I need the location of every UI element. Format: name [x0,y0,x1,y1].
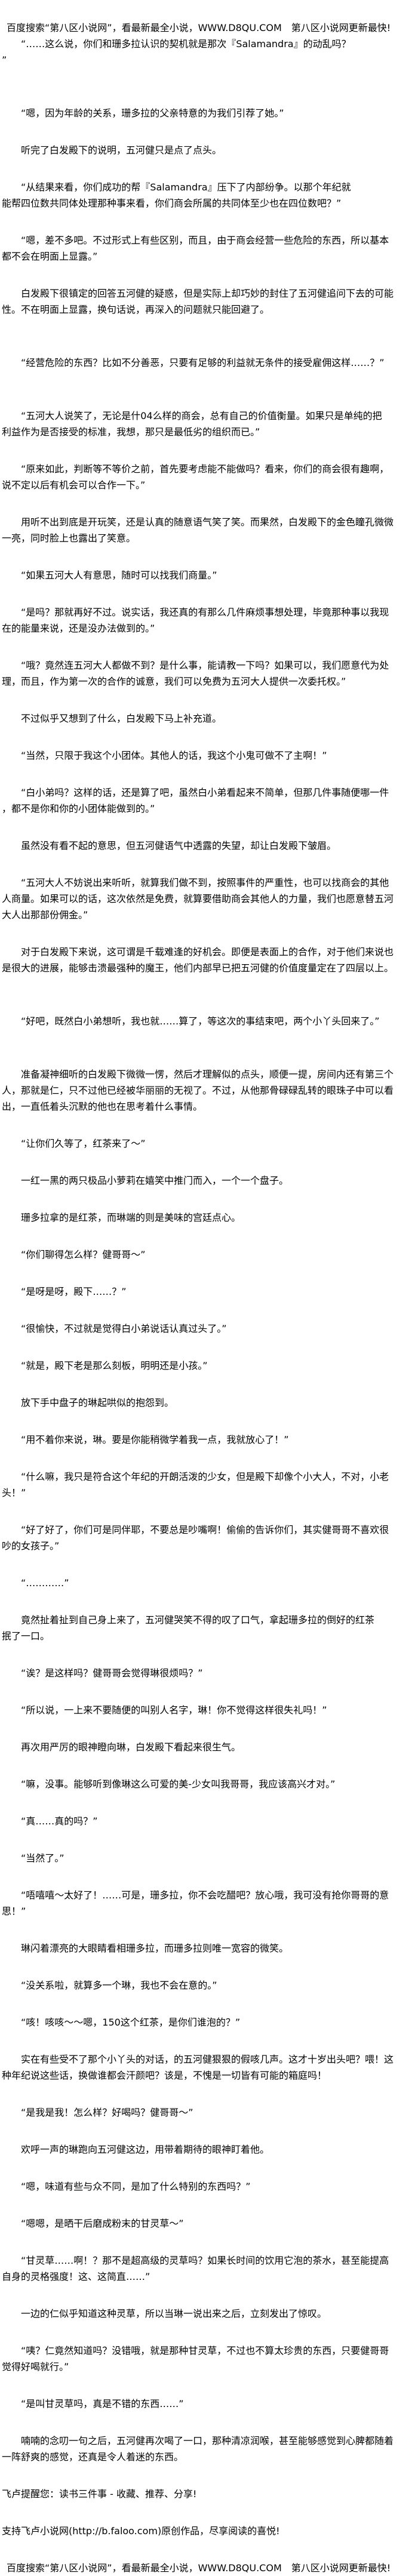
paragraph: 一红一黑的两只极品小萝莉在嬉笑中推门而入，一个一个盘子。 [21,1175,289,1186]
paragraph: “唔嘻嘻～太好了！……可是，珊多拉，你不会吃醋吧？放心哦，我可没有抢你哥哥的意 … [2,1889,389,1917]
header-banner: 百度搜索“第八区小说网”，看最新最全小说，WWW.D8QU.COM 第八区小说网… [7,22,391,33]
chapter-page: 百度搜索“第八区小说网”，看最新最全小说，WWW.D8QU.COM 第八区小说网… [2,22,409,2574]
paragraph: “好了好了，你们可是同伴耶，不要总是吵嘴啊！偷偷的告诉你们，其实健哥哥不喜欢很 … [2,1524,389,1552]
paragraph: “很愉快，不过就是觉得白小弟说话认真过头了。” [21,1323,227,1334]
support-notice: 支持飞卢小说网(http://b.faloo.com)原创作品，尽享阅读的喜悦! [2,2525,280,2537]
paragraph: “让你们久等了，红茶来了～” [21,1138,146,1149]
paragraph: 实在有些受不了那个小丫头的对话，的五河健狠狠的假咳几声。这才十岁出头吧？喂！这 … [2,2054,394,2081]
paragraph: 白发殿下很镇定的回答五河健的疑惑，但是实际上却巧妙的封住了五河健追问下去的可能 … [2,288,394,315]
paragraph: 放下手中盘子的琳起哄似的抱怨到。 [21,1397,174,1408]
paragraph: 竟然扯着扯到自己身上来了，五河健哭笑不得的叹了口气，拿起珊多拉的倒好的红茶 抿了… [2,1614,375,1642]
footer-banner: 百度搜索“第八区小说网”，看最新最全小说，WWW.D8QU.COM 第八区小说网… [7,2562,391,2574]
paragraph: “嗯，味道有些与众不同，是加了什么特别的东西吗？” [21,2181,251,2192]
paragraph: “是叫甘灵草吗，真是不错的东西……” [21,2398,184,2409]
paragraph: 虽然没有看不起的意思，但五河健语气中透露的失望，却让白发殿下皱眉。 [21,840,337,851]
paragraph: 欢呼一声的琳跑向五河健这边，用带着期待的眼神盯着他。 [21,2144,270,2155]
paragraph: 喃喃的念叨一句之后，五河健再次喝了一口，那种清凉润喉，甚至能够感觉到心脾都随着 … [2,2435,394,2463]
paragraph: “好吧，既然白小弟想听，我也就……算了，等这次的事结束吧，两个小丫头回来了。” [21,1015,380,1027]
paragraph: “嗯，差不多吧。不过形式上有些区别，而且，由于商会经营一些危险的东西，所以基本 … [2,235,389,262]
paragraph: 对于白发殿下来说，这可谓是千载难逢的好机会。即便是表面上的合作，对于他们来说也 … [2,946,394,974]
paragraph: “就是，殿下老是那么刻板，明明还是小孩。” [21,1360,208,1371]
paragraph: “五河大人说笑了，无论是什04么样的商会，总有自己的价值衡量。如果只是单纯的把 … [2,410,382,438]
paragraph: “白小弟吗？这样的话，还是算了吧，虽然白小弟看起来不简单，但那几件事随便哪一件 … [2,787,389,814]
chapter-body: “……这么说，你们和珊多拉认识的契机就是那次『Salamandra』的动乱吗？ … [2,36,409,2465]
paragraph: “没关系啦，就算多一个琳，我也不会在意的。” [21,1980,217,1991]
paragraph: 再次用严厉的眼神瞪向琳，白发殿下看起来很生气。 [21,1741,241,1753]
paragraph: “嗯嗯，是晒干后磨成粉末的甘灵草～” [21,2218,184,2229]
paragraph: 珊多拉拿的是红茶，而琳端的则是美味的宫廷点心。 [21,1212,241,1223]
paragraph: “…………” [21,1577,69,1589]
paragraph: 准备凝神细听的白发殿下微微一愣，然后才理解似的点头，顺便一提，房间内还有第三个 … [2,1069,394,1112]
paragraph: “经营危险的东西？比如不分善恶，只要有足够的利益就无条件的接受雇佣这样……？” [21,357,385,368]
paragraph: 听完了白发殿下的说明，五河健只是点了点头。 [21,144,222,156]
paragraph: “当然，只限于我这个小团体。其他人的话，我这个小鬼可做不了主啊！” [21,750,327,761]
paragraph: 琳闪着漂亮的大眼睛看相珊多拉，而珊多拉则唯一宽容的微笑。 [21,1943,289,1954]
reminder-text: 飞卢提醒您：读书三件事 - 收藏、推荐、分享! [2,2488,197,2500]
paragraph: 用听不出到底是开玩笑，还是认真的随意语气笑了笑。而果然，白发殿下的金色瞳孔微微 … [2,516,394,544]
paragraph: “五河大人不妨说出来听听，就算我们做不到，按照事件的严重性，也可以找商会的其他 … [2,877,394,921]
paragraph: “甘灵草……啊！？那不是超高级的灵草吗？如果长时间的饮用它泡的茶水，甚至能提高 … [2,2255,389,2282]
paragraph: “咦？仁竟然知道吗？没错哦，就是那种甘灵草，不过也不算太珍贵的东西，只要健哥哥 … [2,2345,389,2372]
paragraph: “原来如此，判断等不等价之前，首先要考虑能不能做吗？看来，你们的商会很有趣啊， … [2,463,389,491]
paragraph: “如果五河大人有意思，随时可以找我们商量。” [21,570,217,581]
paragraph: “诶？是这样吗？健哥哥会觉得琳很烦吗？” [21,1667,203,1679]
paragraph: “什么嘛，我只是符合这个年纪的开朗活泼的少女，但是殿下却像个小大人，不对，小老 … [2,1471,389,1498]
paragraph: “你们聊得怎么样？健哥哥～” [21,1249,146,1260]
paragraph: “用不着你来说，琳。要是你能稍微学着我一点，我就放心了！” [21,1434,289,1445]
paragraph: “哦？竟然连五河大人都做不到？是什么事，能请教一下吗？如果可以，我们愿意代为处 … [2,660,389,687]
paragraph: “所以说，一上来不要随便的叫别人名字，琳！你不觉得这样很失礼吗！” [21,1704,327,1716]
paragraph: “咳！咳咳～～嗯，150这个红茶，是你们谁泡的？” [21,2017,241,2028]
paragraph: “真……真的吗？” [21,1815,98,1827]
paragraph: 不过似乎又想到了什么，白发殿下马上补充道。 [21,713,222,724]
paragraph: 一边的仁似乎知道这种灵草，所以当琳一说出来之后，立刻发出了惊叹。 [21,2308,327,2319]
paragraph: “是呀是呀，殿下……？” [21,1286,127,1297]
paragraph: “嘛，没事。能够听到像琳这么可爱的美-少女叫我哥哥，我应该高兴才对。” [21,1778,336,1790]
paragraph: “嗯，因为年龄的关系，珊多拉的父亲特意的为我们引荐了她。” [21,107,284,119]
paragraph: “是吗？那就再好不过。说实话，我还真的有那么几件麻烦事想处理，毕竟那种事以我现 … [2,607,389,634]
paragraph: “……这么说，你们和珊多拉认识的契机就是那次『Salamandra』的动乱吗？ … [2,38,351,66]
paragraph: “从结果来看，你们成功的帮『Salamandra』压下了内部纷争。以那个年纪就 … [2,181,351,209]
paragraph: “是我是我！怎么样？好喝吗？健哥哥～” [21,2107,193,2118]
paragraph: “当然了。” [21,1852,64,1864]
